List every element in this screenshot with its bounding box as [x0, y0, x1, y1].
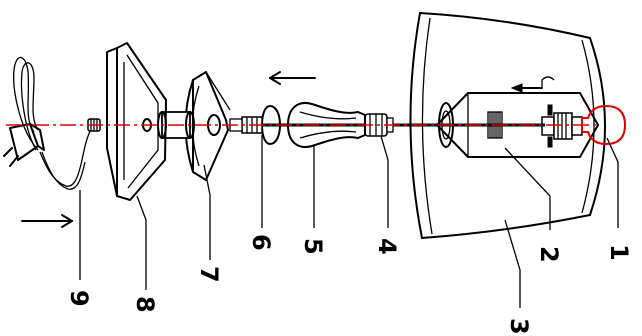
part-label-2: 2: [535, 246, 563, 263]
direction-arrow-top: [269, 71, 316, 85]
part-label-5: 5: [299, 238, 327, 255]
bulb-socket: [541, 104, 583, 148]
direction-arrow-bottom: [21, 214, 73, 228]
base-cup: [184, 71, 231, 181]
base-plate: [106, 42, 167, 201]
part-label-9: 9: [65, 290, 93, 307]
power-cord: [13, 56, 95, 190]
part-label-3: 3: [505, 318, 533, 335]
leader-lines: [79, 135, 619, 308]
part-label-1: 1: [605, 244, 633, 261]
shade-arrow: [510, 76, 555, 93]
part-label-4: 4: [373, 238, 401, 255]
part-label-8: 8: [131, 296, 159, 313]
light-bulb: [581, 104, 627, 146]
part-label-6: 6: [247, 234, 275, 251]
part-label-7: 7: [195, 266, 223, 283]
power-plug: [3, 123, 45, 167]
